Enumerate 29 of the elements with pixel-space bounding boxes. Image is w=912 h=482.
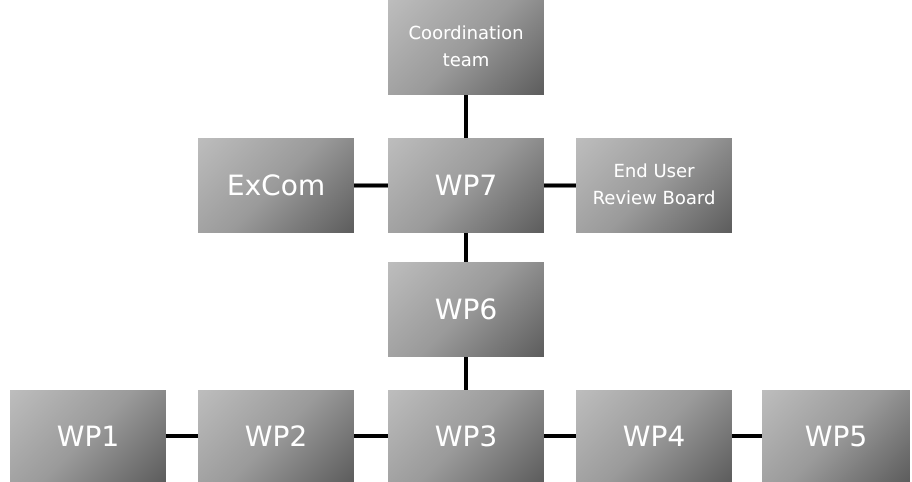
- box-label: WP3: [434, 420, 498, 452]
- connector-line: [544, 184, 576, 188]
- box-label: WP7: [434, 169, 498, 202]
- process-box: [388, 262, 544, 357]
- box-label: WP5: [804, 420, 868, 452]
- connector-line: [732, 434, 762, 438]
- connector-line: [464, 233, 468, 262]
- process-box: [10, 390, 166, 482]
- process-box: [388, 390, 544, 482]
- box-label: WP6: [434, 293, 498, 326]
- connector-line: [354, 184, 388, 188]
- process-box: [576, 138, 732, 233]
- process-box: [388, 138, 544, 233]
- process-box: [388, 0, 544, 95]
- box-label: WP4: [622, 420, 686, 452]
- process-box: [576, 390, 732, 482]
- box-label: Coordination team: [407, 22, 525, 72]
- box-label: ExCom: [226, 169, 326, 202]
- box-label: End User Review Board: [592, 160, 716, 210]
- connector-line: [354, 434, 388, 438]
- process-box: [762, 390, 910, 482]
- connector-line: [464, 95, 468, 138]
- process-box: [198, 138, 354, 233]
- connector-line: [464, 357, 468, 390]
- box-label: WP1: [56, 420, 120, 452]
- connector-line: [166, 434, 198, 438]
- connector-line: [544, 434, 576, 438]
- process-box: [198, 390, 354, 482]
- box-label: WP2: [244, 420, 308, 452]
